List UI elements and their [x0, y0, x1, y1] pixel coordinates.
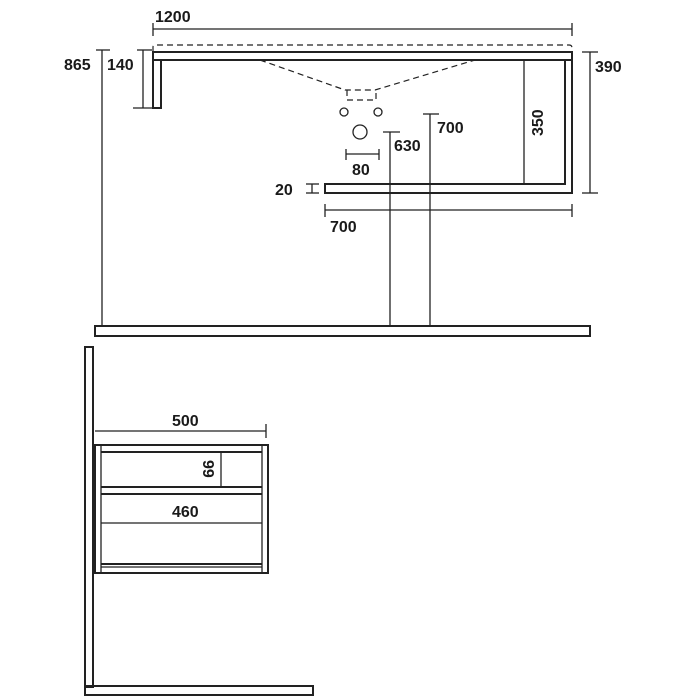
countertop-outline-dashed — [152, 44, 573, 52]
dimension-support-height: 700 — [423, 113, 464, 326]
dimension-side-height: 390 — [582, 51, 622, 194]
label-865: 865 — [64, 57, 91, 74]
label-390: 390 — [595, 59, 622, 76]
label-99: 99 — [199, 460, 216, 478]
dimension-overall-height: 865 — [64, 49, 110, 326]
floor-front — [94, 325, 591, 337]
side-panel-shelf — [324, 60, 573, 194]
label-500: 500 — [172, 413, 199, 430]
label-1200: 1200 — [155, 9, 191, 26]
label-700-vertical: 700 — [437, 120, 464, 137]
waste-outlet — [352, 124, 368, 140]
tap-hole-left — [339, 107, 349, 117]
basin-outline — [259, 59, 476, 91]
floor-side — [84, 685, 314, 696]
label-460: 460 — [172, 504, 199, 521]
side-view: 500 99 460 — [84, 346, 314, 696]
dimension-shelf-thickness: 20 — [275, 182, 319, 199]
dimension-front-height: 140 — [107, 49, 153, 109]
front-leg — [152, 59, 162, 109]
drain-outline — [346, 90, 377, 101]
label-630: 630 — [394, 138, 421, 155]
dimension-shelf-width: 700 — [324, 204, 573, 236]
dimension-tap-spacing: 80 — [345, 149, 380, 179]
label-20: 20 — [275, 182, 293, 199]
label-700-horizontal: 700 — [330, 219, 357, 236]
dimension-overall-width: 1200 — [152, 9, 573, 36]
tap-hole-right — [373, 107, 383, 117]
dimension-inner-height: 350 — [523, 60, 547, 184]
wall — [84, 346, 94, 688]
front-view: 1200 80 630 700 — [64, 9, 622, 337]
label-140: 140 — [107, 57, 134, 74]
dimension-depth: 500 — [95, 413, 267, 438]
cabinet-side — [94, 444, 269, 574]
dimension-drawer-height: 99 — [199, 452, 222, 487]
label-80: 80 — [352, 162, 370, 179]
dimension-waste-height: 630 — [383, 131, 421, 326]
label-350: 350 — [530, 109, 547, 136]
countertop — [152, 51, 573, 61]
